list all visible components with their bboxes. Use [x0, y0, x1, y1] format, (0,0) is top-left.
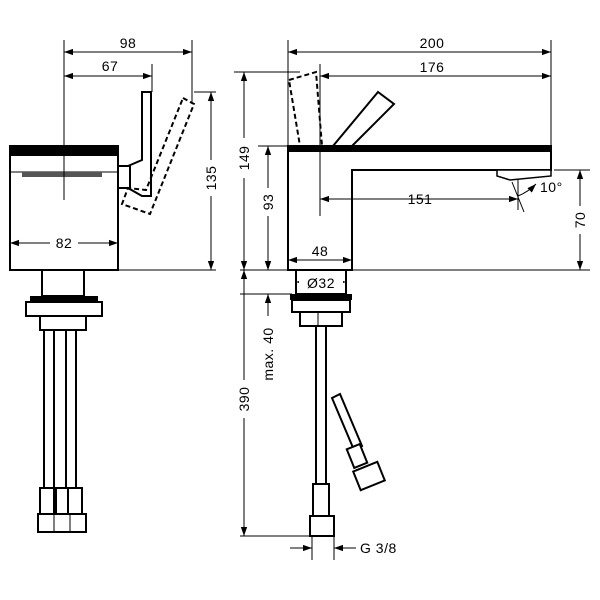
- side-hose-fitting-1: [39, 487, 55, 515]
- dim-176-label: 176: [420, 59, 445, 75]
- side-aerator: [22, 172, 102, 177]
- dim-32-label: Ø32: [307, 275, 335, 291]
- side-lever-joint: [117, 165, 131, 189]
- front-top-band: [288, 146, 551, 152]
- side-hose-fitting-3: [67, 487, 83, 515]
- side-hose-left: [43, 329, 55, 491]
- front-hose: [315, 325, 327, 487]
- dim-98-label: 98: [120, 35, 137, 51]
- side-shank: [41, 269, 85, 297]
- dim-93-label: 93: [260, 194, 276, 211]
- front-angled-fitting: [345, 442, 369, 470]
- dim-390-label: 390: [236, 387, 252, 412]
- dim-135-label: 135: [203, 166, 219, 191]
- dim-149-label: 149: [236, 146, 252, 171]
- dim-thread-label: G 3/8: [360, 540, 397, 556]
- dim-70-label: 70: [572, 212, 588, 229]
- side-hose-nut: [37, 513, 87, 533]
- dim-82-label: 82: [56, 235, 73, 251]
- dim-151-label: 151: [408, 191, 433, 207]
- front-washer: [299, 311, 343, 327]
- side-washer: [39, 315, 87, 331]
- dim-200-label: 200: [420, 35, 445, 51]
- side-lever-alt: [120, 96, 196, 216]
- front-lever-alt: [287, 70, 324, 147]
- front-angled-nut: [351, 460, 387, 492]
- side-view: 98 67 82 135: [9, 35, 220, 533]
- dim-40-label: max. 40: [260, 327, 276, 380]
- front-hose-fitting: [312, 483, 330, 517]
- front-nut: [291, 299, 351, 313]
- front-aerator: [496, 169, 552, 181]
- dim-angle-label: 10°: [540, 179, 563, 195]
- dim-angle-arc: [517, 183, 537, 197]
- front-lever: [330, 90, 396, 147]
- dim-67-label: 67: [102, 58, 119, 74]
- side-nut: [25, 301, 103, 317]
- side-nut-top: [30, 296, 98, 302]
- side-hose-right: [65, 329, 77, 491]
- side-lever: [127, 91, 152, 197]
- front-nut-top: [290, 294, 352, 300]
- front-hose-nut: [309, 515, 335, 537]
- front-view: 200 176 151 10° 48 Ø32 149 93 70 max. 40: [234, 35, 590, 560]
- side-hose-fitting-2: [55, 487, 69, 515]
- dim-48-label: 48: [312, 243, 329, 259]
- front-angled-hose: [330, 392, 364, 452]
